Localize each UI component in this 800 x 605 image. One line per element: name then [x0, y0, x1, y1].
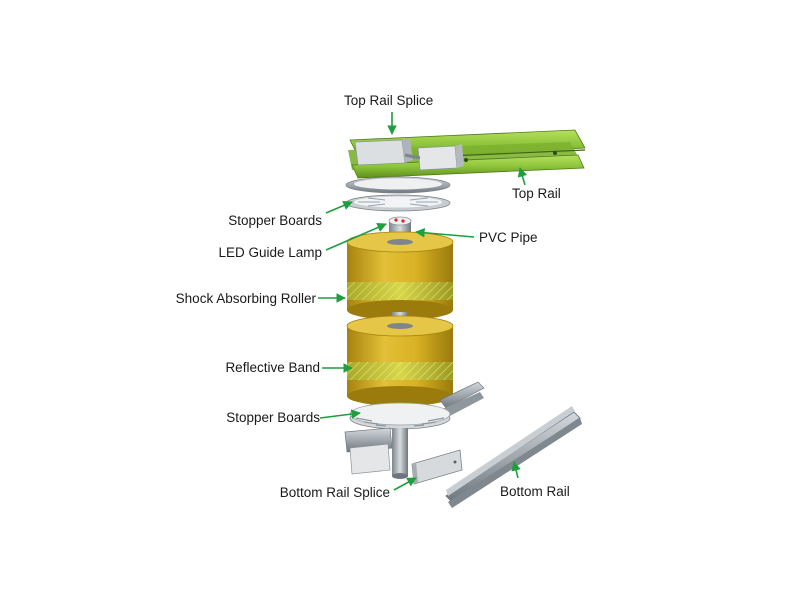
stopper-boards-bottom: [349, 402, 451, 430]
arrow-bottom-rail-splice: [393, 477, 417, 491]
shock-absorbing-roller-upper: [346, 231, 454, 320]
label-top-rail: Top Rail: [512, 186, 561, 201]
label-stopper-boards-bottom: Stopper Boards: [226, 410, 320, 425]
label-bottom-rail-splice: Bottom Rail Splice: [279, 485, 390, 500]
label-bottom-rail: Bottom Rail: [500, 484, 570, 499]
arrow-led-guide-lamp: [325, 223, 387, 251]
stopper-boards-top: [345, 176, 451, 212]
top-rail-splice: [354, 138, 464, 171]
bottom-rail-segment-back: [439, 381, 485, 418]
label-top-rail-splice: Top Rail Splice: [344, 93, 434, 108]
bottom-rail-splice: [411, 449, 463, 485]
label-shock-absorbing-roller: Shock Absorbing Roller: [175, 291, 316, 306]
arrow-stopper-boards-top: [325, 200, 353, 214]
pvc-pipe-bottom: [344, 427, 408, 479]
arrow-bottom-rail: [511, 461, 521, 479]
arrow-stopper-boards-bottom: [319, 409, 361, 419]
label-stopper-boards-top: Stopper Boards: [228, 213, 322, 228]
label-led-guide-lamp: LED Guide Lamp: [218, 245, 322, 260]
arrow-top-rail: [517, 167, 528, 186]
arrow-pvc-pipe: [415, 227, 475, 238]
shock-absorbing-roller-lower: [346, 315, 454, 406]
leader-arrows: [318, 112, 528, 491]
label-reflective-band: Reflective Band: [225, 360, 320, 375]
label-pvc-pipe: PVC Pipe: [479, 230, 538, 245]
